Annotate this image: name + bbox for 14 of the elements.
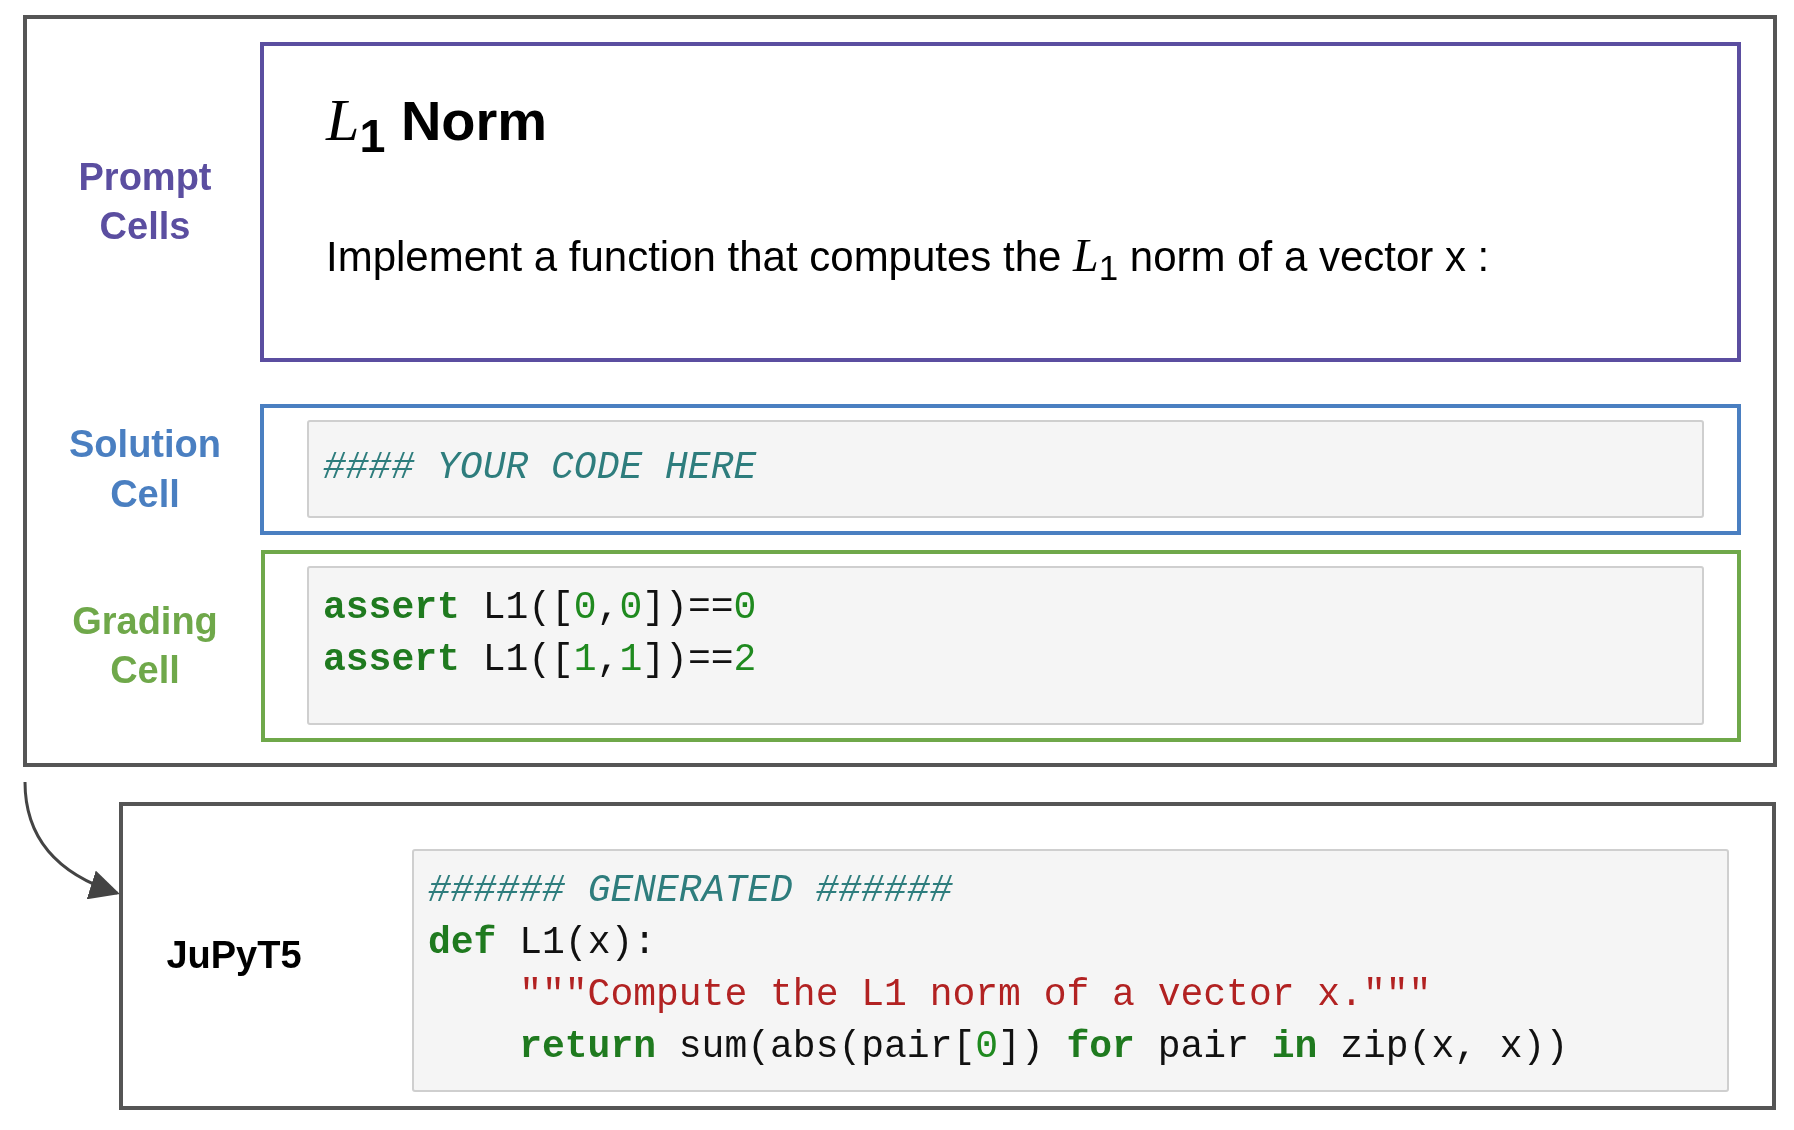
code-line: assert L1([1,1])==2: [323, 637, 757, 683]
arrow: [23, 781, 120, 899]
code-line: #### YOUR CODE HERE: [323, 445, 757, 491]
heading: L$_{1}$ Norm: [326, 86, 548, 164]
code-line: def L1(x):: [428, 920, 657, 966]
code-line: """Compute the L1 norm of a vector x.""": [519, 972, 1432, 1018]
cell-label: Solution Cell: [68, 422, 222, 517]
code-line: ###### GENERATED ######: [428, 868, 953, 914]
code-line: assert L1([0,0])==0: [323, 585, 757, 631]
cell-label: Grading Cell: [71, 598, 219, 693]
prompt-text: Implement a function that computes the L$_{1}$ norm of a vector x :: [326, 229, 1491, 290]
model-label: JuPyT5: [165, 933, 303, 979]
code-line: return sum(abs(pair[0]) for pair in zip(x, x)): [519, 1024, 1569, 1070]
cell-label: Prompt Cells: [77, 154, 213, 249]
